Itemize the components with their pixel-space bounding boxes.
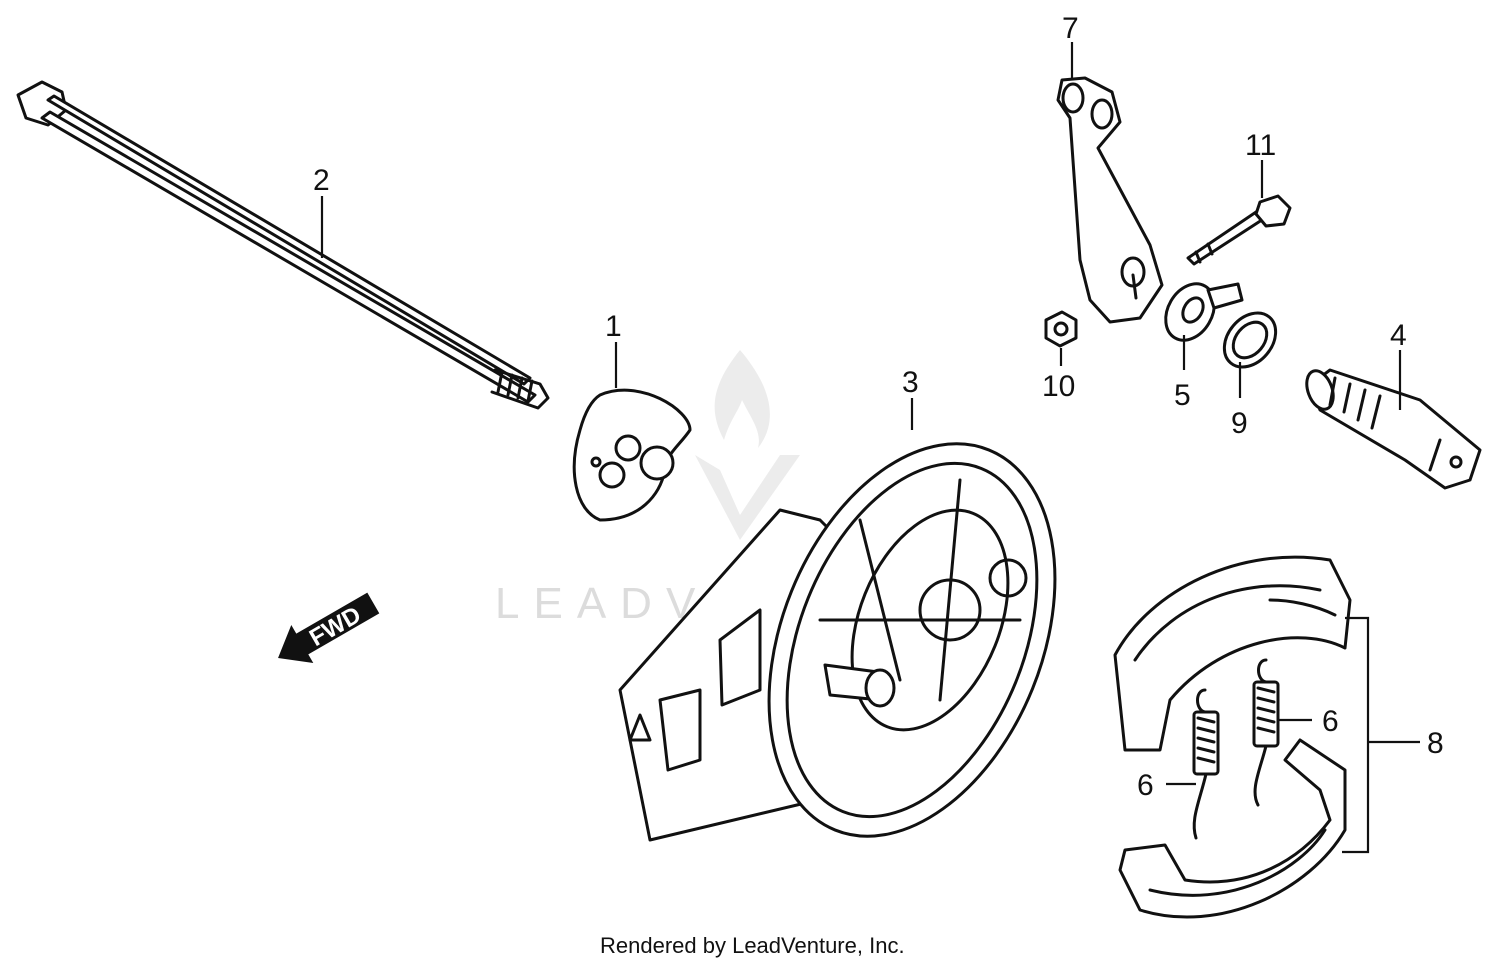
footer-credit: Rendered by LeadVenture, Inc.: [600, 933, 905, 958]
callout-8: 8: [1427, 727, 1444, 760]
logo-mark-icon: [695, 455, 800, 540]
callout-6a: 6: [1322, 705, 1339, 738]
seal-part-9[interactable]: [1214, 303, 1286, 377]
spring-part-6-right[interactable]: [1252, 658, 1280, 807]
indicator-plate-part-5[interactable]: [1156, 275, 1244, 349]
callout-4: 4: [1390, 319, 1407, 352]
spring-part-6-left[interactable]: [1192, 688, 1220, 840]
flame-icon: [714, 350, 770, 448]
nut-part-10[interactable]: [1044, 310, 1078, 348]
arrow-left-icon: [278, 592, 380, 664]
callout-9: 9: [1231, 407, 1248, 440]
fwd-arrow: FWD: [278, 592, 380, 664]
brake-shoes-part-8[interactable]: [1113, 555, 1352, 919]
brake-panel-part-3[interactable]: [618, 401, 1109, 879]
sprocket-part-1[interactable]: [572, 388, 692, 522]
callout-11: 11: [1245, 129, 1276, 162]
bracket-part-8: [1342, 616, 1370, 854]
brake-arm-part-7[interactable]: [1056, 76, 1164, 324]
bolt-part-11[interactable]: [1186, 194, 1292, 266]
axle-part-2[interactable]: [16, 80, 550, 410]
fwd-label: FWD: [305, 601, 366, 652]
callout-1: 1: [605, 310, 622, 343]
callout-5: 5: [1174, 379, 1191, 412]
brake-cam-part-4[interactable]: [1302, 367, 1482, 490]
callout-7: 7: [1062, 12, 1079, 45]
callout-6b: 6: [1137, 769, 1154, 802]
callout-2: 2: [313, 164, 330, 197]
callout-10: 10: [1042, 370, 1075, 403]
callout-3: 3: [902, 366, 919, 399]
